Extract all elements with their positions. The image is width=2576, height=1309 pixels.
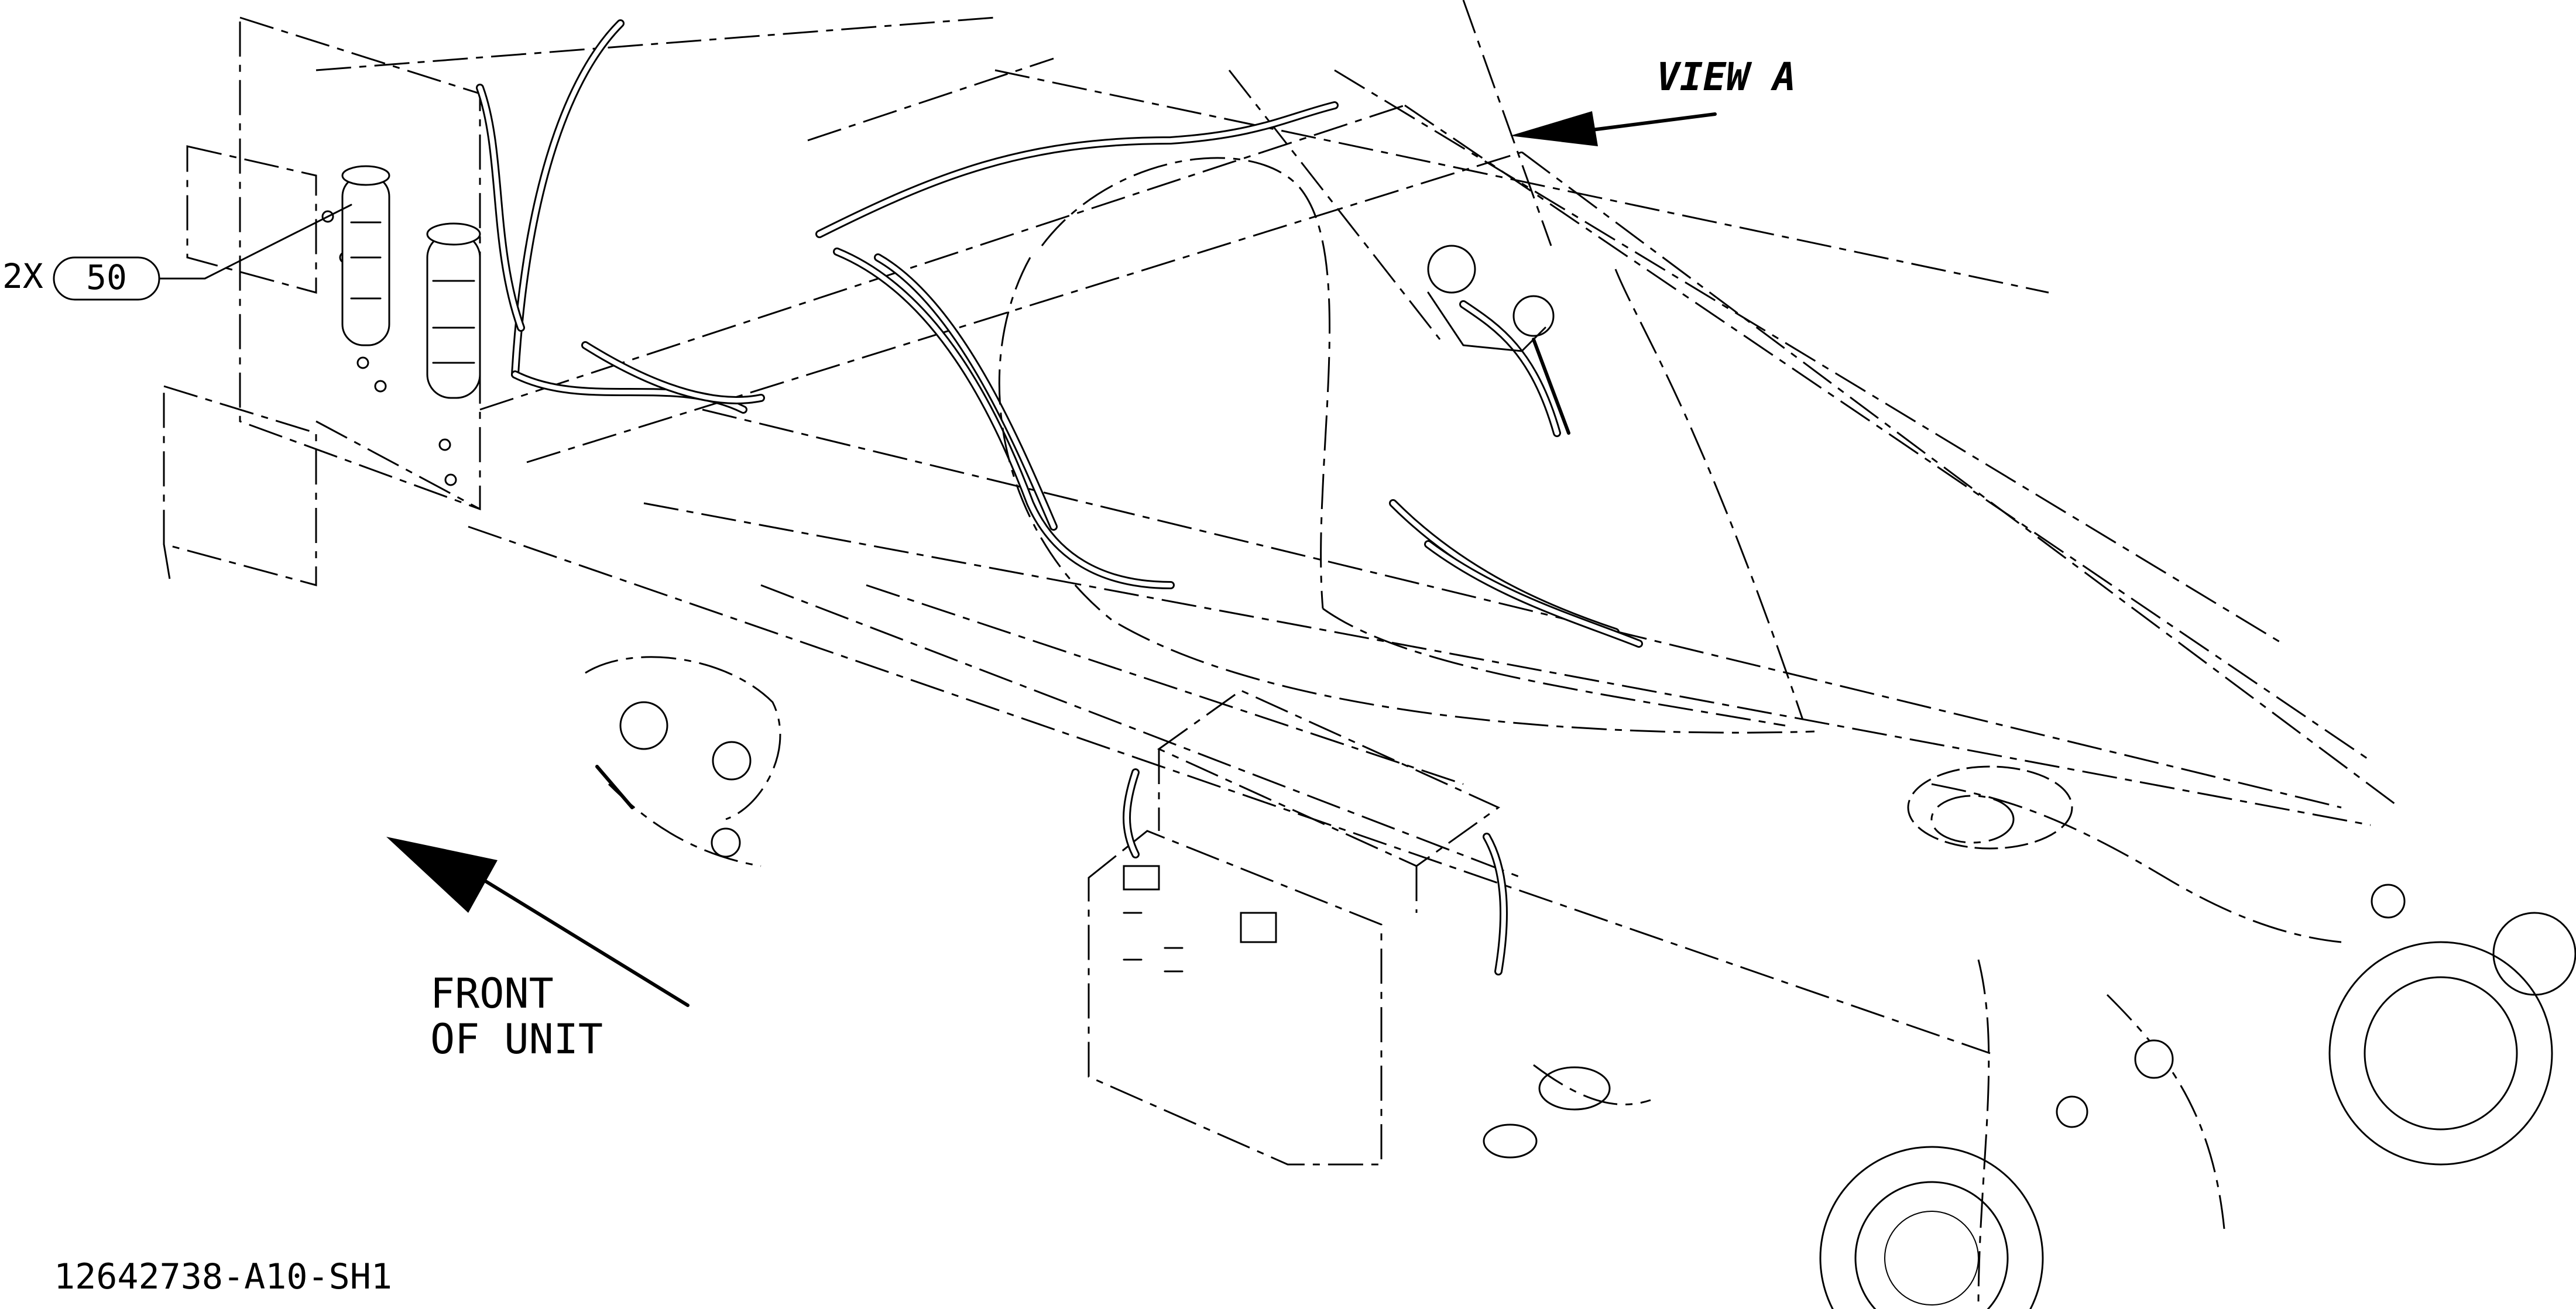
front-label-line1: FRONT bbox=[430, 970, 554, 1018]
callout-item-number: 50 bbox=[86, 257, 127, 297]
steering-knuckle bbox=[585, 656, 781, 867]
front-arrow-shaft bbox=[478, 876, 690, 1007]
front-of-unit-indicator: FRONT OF UNIT bbox=[386, 837, 690, 1063]
view-a-arrow-head bbox=[1510, 111, 1598, 146]
drawing-number: 12642738-A10-SH1 bbox=[54, 1256, 392, 1297]
battery-box bbox=[1088, 689, 1500, 1166]
hose-harnesses bbox=[476, 19, 1643, 975]
frame-rails bbox=[315, 0, 2400, 1054]
view-a-label: VIEW A bbox=[1656, 54, 1796, 99]
item-callout: 2X 50 bbox=[2, 204, 352, 301]
front-label-line2: OF UNIT bbox=[430, 1015, 603, 1063]
callout-leader-line bbox=[158, 204, 352, 280]
upper-steering-component bbox=[1427, 245, 1570, 435]
frame-cutout bbox=[1907, 765, 2073, 850]
callout-quantity: 2X bbox=[2, 256, 43, 296]
front-arrow-head bbox=[386, 837, 498, 913]
view-a-arrow-shaft bbox=[1590, 112, 1717, 132]
rear-crossmember bbox=[1930, 783, 2406, 1309]
filter-canisters bbox=[341, 165, 481, 399]
wheel-hubs bbox=[1819, 912, 2576, 1309]
cable-loop bbox=[998, 157, 1815, 734]
rear-spindle bbox=[1483, 1064, 1651, 1159]
view-a-indicator: VIEW A bbox=[1510, 54, 1796, 146]
